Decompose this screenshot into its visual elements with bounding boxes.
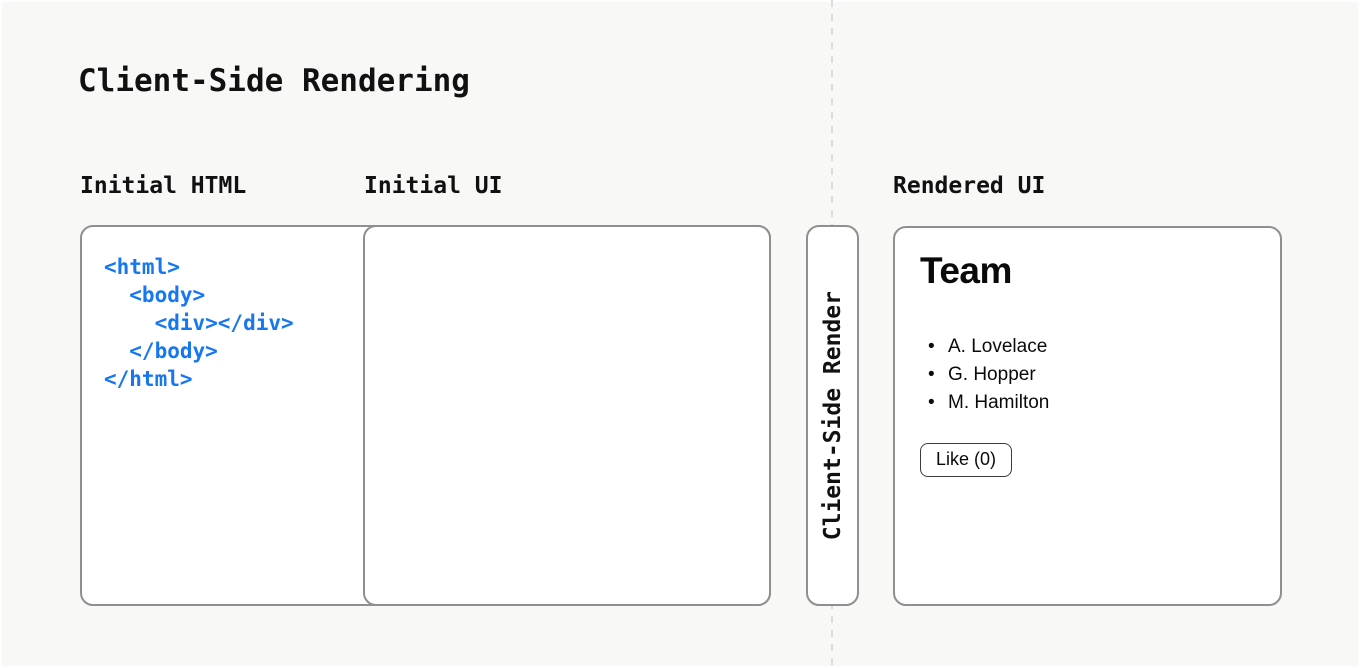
like-button[interactable]: Like (0): [920, 442, 1013, 477]
code-line: <div></div>: [154, 311, 294, 335]
team-list: A. Lovelace G. Hopper M. Hamilton: [920, 333, 1260, 417]
code-line: </body>: [129, 339, 218, 363]
page-title: Client-Side Rendering: [78, 63, 470, 99]
rendered-ui-panel: Team A. Lovelace G. Hopper M. Hamilton L…: [893, 226, 1282, 606]
rendered-ui-heading: Team: [920, 250, 1012, 291]
column-label-initial-html: Initial HTML: [80, 173, 247, 199]
code-line: </html>: [104, 367, 193, 391]
code-line: <html>: [104, 255, 180, 279]
column-label-rendered-ui: Rendered UI: [893, 173, 1046, 199]
list-item: A. Lovelace: [920, 333, 1260, 361]
initial-ui-panel: [363, 225, 771, 606]
column-label-initial-ui: Initial UI: [364, 173, 503, 199]
client-side-render-stage: Client-Side Render: [806, 225, 859, 606]
stage-label: Client-Side Render: [819, 290, 846, 541]
list-item: G. Hopper: [920, 361, 1260, 389]
list-item: M. Hamilton: [920, 389, 1260, 417]
code-line: <body>: [129, 283, 206, 307]
